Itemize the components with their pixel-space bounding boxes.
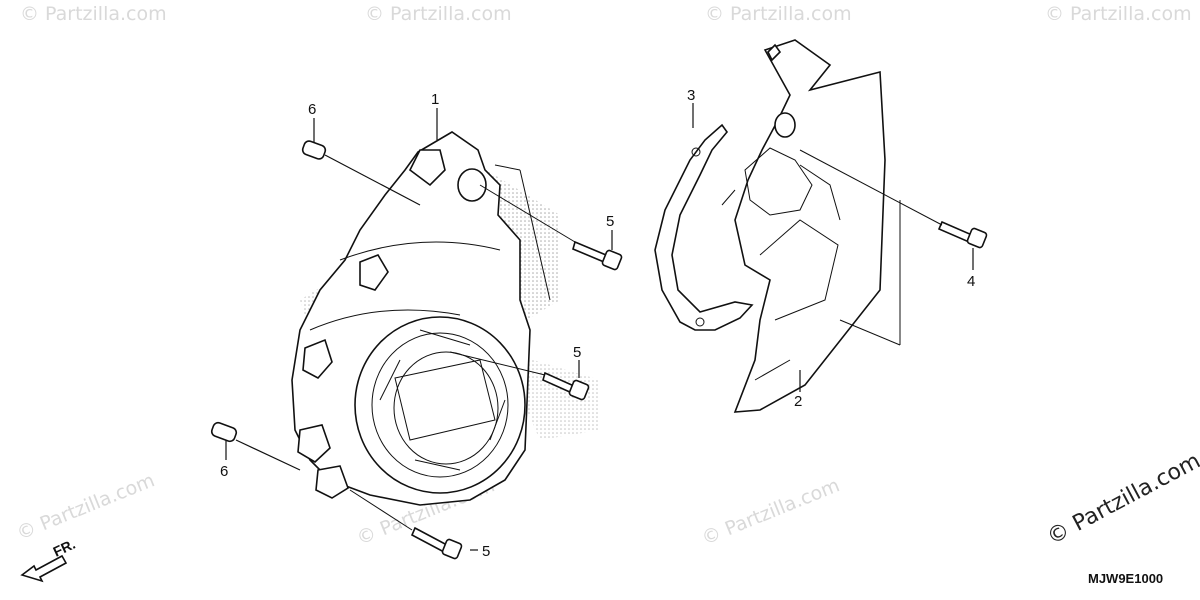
watermark-main: © Partzilla.com <box>1043 449 1200 551</box>
watermarks-faint: © Partzilla.com © Partzilla.com © Partzi… <box>14 3 1192 550</box>
callout-4: 4 <box>967 273 975 290</box>
callouts: 1 2 3 4 5 5 5 6 6 <box>220 87 975 560</box>
callout-1: 1 <box>431 91 439 108</box>
watermark-bottom-3: © Partzilla.com <box>699 474 843 549</box>
bolt-5-lower <box>410 526 463 560</box>
watermark-top-4: © Partzilla.com <box>1045 3 1192 25</box>
diagram-code: MJW9E1000 <box>1088 571 1163 586</box>
callout-5-middle: 5 <box>573 344 581 361</box>
watermark-top-2: © Partzilla.com <box>365 3 512 25</box>
watermark-bottom-1: © Partzilla.com <box>14 469 158 544</box>
bolt-5-upper <box>572 240 623 271</box>
left-crankcase-cover <box>291 131 531 506</box>
callout-3: 3 <box>687 87 695 104</box>
sprocket-cover <box>721 39 886 413</box>
dowel-pin-6-upper <box>301 140 327 160</box>
watermark-top-1: © Partzilla.com <box>20 3 167 25</box>
arrow-left-icon <box>20 554 68 583</box>
callout-2: 2 <box>794 393 802 410</box>
bolt-5-middle <box>542 371 590 401</box>
bolt-4 <box>937 220 988 249</box>
callout-5-upper: 5 <box>606 213 614 230</box>
watermark-top-3: © Partzilla.com <box>705 3 852 25</box>
direction-label: FR. <box>51 536 78 560</box>
dowel-pin-6-lower <box>210 421 238 443</box>
front-direction-indicator: FR. <box>20 536 78 583</box>
leader-lines <box>225 103 974 551</box>
callout-6-upper: 6 <box>308 101 316 118</box>
callout-5-lower: 5 <box>482 543 490 560</box>
gasket <box>654 123 754 331</box>
callout-6-lower: 6 <box>220 463 228 480</box>
